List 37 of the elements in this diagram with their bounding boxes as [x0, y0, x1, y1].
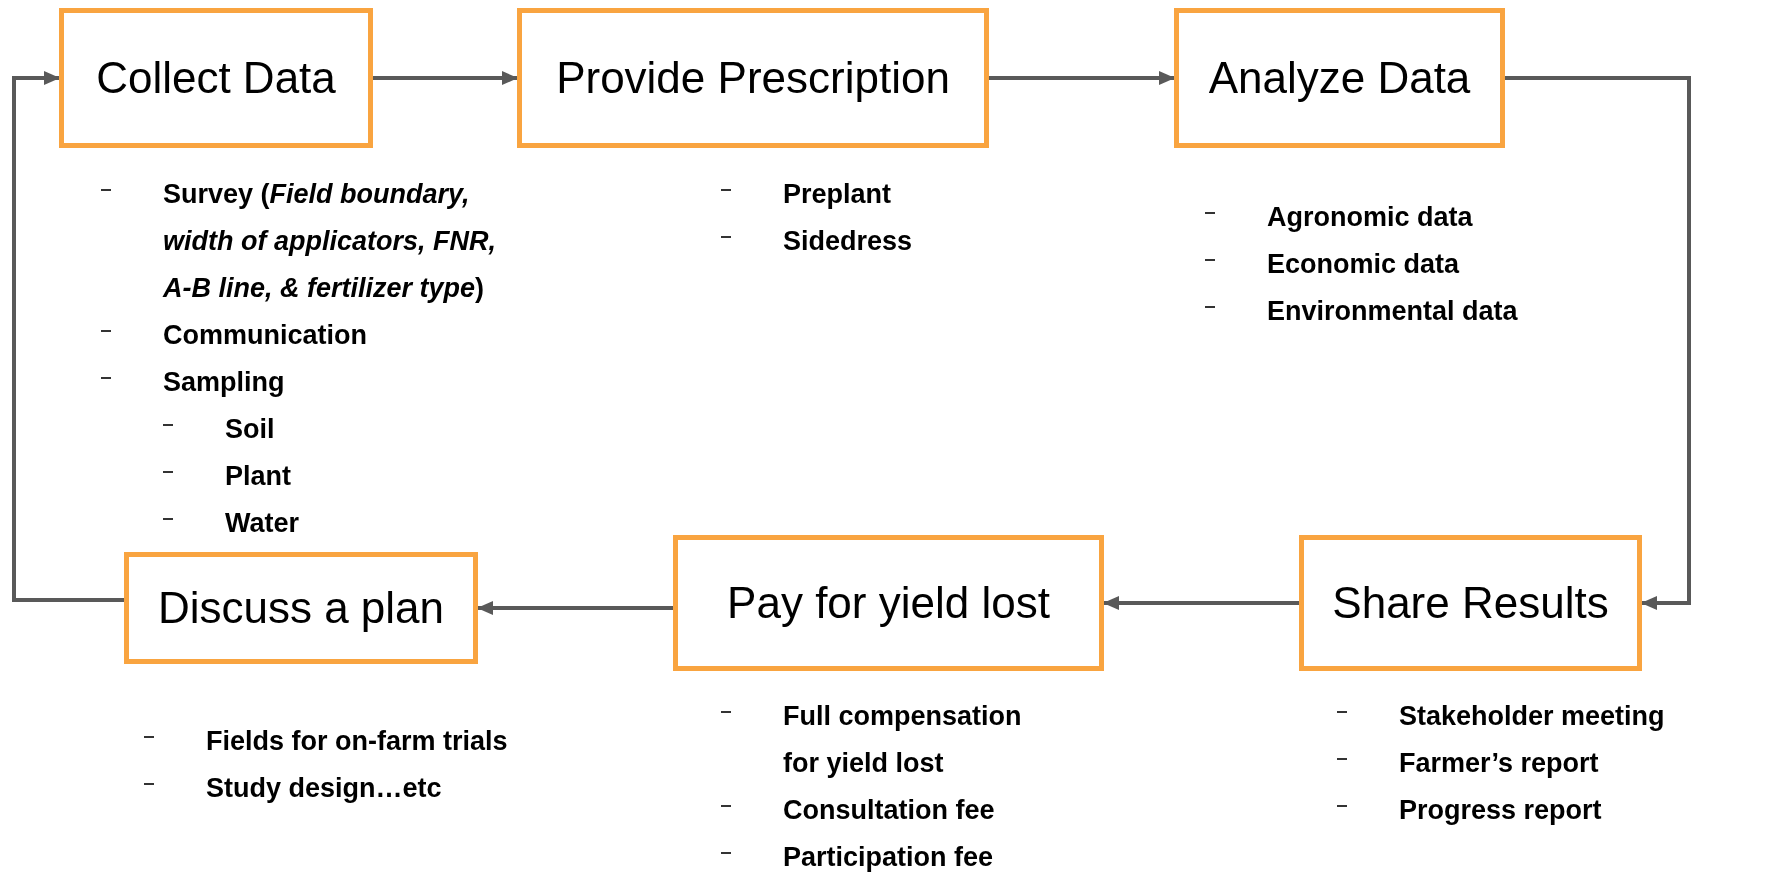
list-item: Environmental data — [1267, 295, 1518, 328]
list-item: Water — [225, 507, 299, 540]
step-title: Collect Data — [96, 53, 336, 103]
list-item: Sidedress — [783, 225, 913, 258]
process-box — [673, 535, 1104, 671]
step-title: Pay for yield lost — [727, 578, 1050, 628]
list-item: Farmer’s report — [1399, 747, 1599, 780]
process-box — [517, 8, 989, 148]
arrow — [989, 71, 1175, 85]
list-item: Study design…etc — [206, 772, 442, 805]
arrow — [1505, 76, 1691, 610]
arrow — [477, 601, 673, 615]
process-box — [1299, 535, 1642, 671]
list-item: Full compensation for yield lost — [783, 700, 1023, 780]
process-box — [1174, 8, 1505, 148]
list-item: Stakeholder meeting — [1399, 700, 1665, 733]
step-title: Analyze Data — [1208, 53, 1471, 103]
list-item: Consultation fee — [783, 794, 995, 827]
list-item: Economic data — [1267, 248, 1460, 281]
list-item: Plant — [225, 460, 291, 493]
step-title: Provide Prescription — [556, 53, 950, 103]
list-item: Preplant — [783, 178, 892, 211]
list-item: Sampling — [163, 366, 285, 399]
list-item: Participation fee — [783, 841, 994, 874]
list-item: Communication — [163, 319, 367, 352]
list-item: Soil — [225, 413, 275, 446]
process-box — [59, 8, 373, 148]
list-item: Progress report — [1399, 794, 1602, 827]
step-title: Discuss a plan — [157, 583, 445, 633]
list-item: Fields for on-farm trials — [206, 725, 508, 758]
arrow — [373, 71, 518, 85]
list-item: Survey (Field boundary, width of applicators, FNR, A-B line, & fertilizer type) — [163, 178, 497, 305]
arrow — [12, 71, 124, 602]
list-item: Agronomic data — [1267, 201, 1473, 234]
step-title: Share Results — [1332, 578, 1609, 628]
arrow — [1103, 596, 1299, 610]
process-box — [124, 552, 478, 664]
